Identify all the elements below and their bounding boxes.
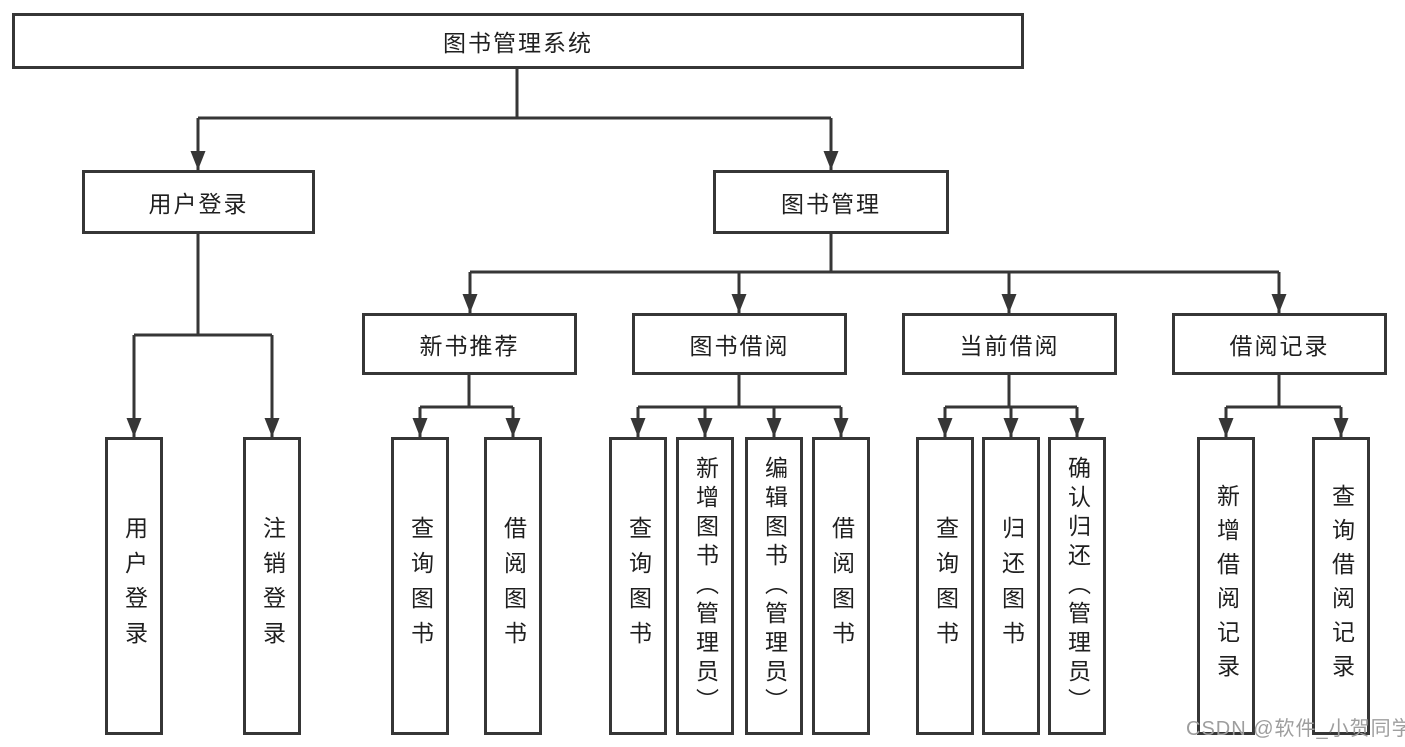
leaf-logout: 注销登录: [243, 437, 301, 735]
node-label: 查询图书: [407, 516, 434, 656]
leaf-edit-books-admin: 编辑图书（管理员）: [745, 437, 803, 735]
leaf-borrow-books-borrowing: 借阅图书: [812, 437, 870, 735]
node-label: 图书管理系统: [443, 30, 593, 56]
node-borrowing-records: 借阅记录: [1172, 313, 1387, 375]
leaf-query-books-borrowing: 查询图书: [609, 437, 667, 735]
leaf-query-books-recommend: 查询图书: [391, 437, 449, 735]
leaf-return-books: 归还图书: [982, 437, 1040, 735]
node-label: 查询借阅记录: [1328, 484, 1355, 688]
node-label: 当前借阅: [959, 333, 1060, 359]
node-label: 编辑图书（管理员）: [761, 455, 788, 717]
leaf-add-books-admin: 新增图书（管理员）: [676, 437, 734, 735]
node-label: 借阅图书: [828, 516, 855, 656]
node-book-management: 图书管理: [713, 170, 949, 234]
node-book-borrowing: 图书借阅: [632, 313, 847, 375]
leaf-query-borrow-record: 查询借阅记录: [1312, 437, 1370, 735]
node-label: 用户登录: [148, 191, 249, 217]
leaf-confirm-return-admin: 确认归还（管理员）: [1048, 437, 1106, 735]
leaf-query-books-current: 查询图书: [916, 437, 974, 735]
node-new-book-recommendation: 新书推荐: [362, 313, 577, 375]
node-label: 图书借阅: [689, 333, 790, 359]
node-label: 查询图书: [932, 516, 959, 656]
leaf-add-borrow-record: 新增借阅记录: [1197, 437, 1255, 735]
node-label: 新书推荐: [419, 333, 520, 359]
node-label: 新增图书（管理员）: [692, 455, 719, 717]
node-label: 确认归还（管理员）: [1064, 455, 1091, 717]
leaf-borrow-books-recommend: 借阅图书: [484, 437, 542, 735]
leaf-user-login: 用户登录: [105, 437, 163, 735]
node-label: 图书管理: [781, 191, 881, 217]
csdn-watermark: CSDN @软件_小贺同学: [1186, 718, 1405, 740]
node-user-login: 用户登录: [82, 170, 315, 234]
node-current-borrowing: 当前借阅: [902, 313, 1117, 375]
node-label: 新增借阅记录: [1213, 484, 1240, 688]
node-label: 借阅图书: [500, 516, 527, 656]
node-label: 查询图书: [625, 516, 652, 656]
node-label: 归还图书: [998, 516, 1025, 656]
node-library-management-system: 图书管理系统: [12, 13, 1024, 69]
node-label: 用户登录: [121, 516, 148, 656]
node-label: 注销登录: [259, 516, 286, 656]
node-label: 借阅记录: [1229, 333, 1330, 359]
